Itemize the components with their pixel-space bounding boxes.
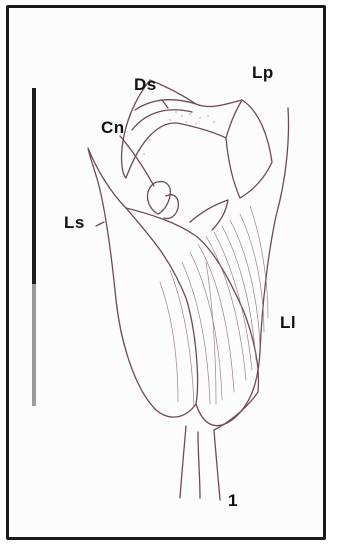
lateral-petal-outline	[226, 100, 272, 198]
right-lateral-sepal-outline	[196, 108, 289, 426]
label-ll: Ll	[280, 314, 296, 331]
cn-leader-line	[120, 136, 154, 186]
ls-leader-line	[96, 222, 104, 226]
dorsal-sepal-vein-inner	[132, 110, 192, 130]
label-lp: Lp	[252, 64, 274, 81]
ovary-ridge	[198, 432, 200, 498]
ovary-left-edge	[180, 426, 186, 498]
label-ds: Ds	[134, 76, 157, 93]
column-outline	[147, 182, 170, 214]
label-cn: Cn	[101, 119, 125, 136]
inner-petal-tip	[190, 200, 228, 230]
ds-leader-line	[162, 100, 168, 108]
left-lateral-sepal-outline	[88, 148, 198, 417]
label-ls: Ls	[64, 214, 85, 231]
ovary-right-edge	[214, 430, 220, 500]
figure-number: 1	[228, 492, 238, 509]
